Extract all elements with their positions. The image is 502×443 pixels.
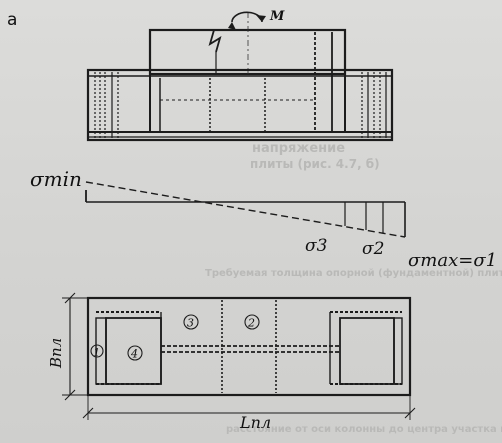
length-label: Lпл (239, 413, 271, 432)
svg-text:2: 2 (247, 317, 255, 330)
column-flange-right (339, 317, 395, 385)
svg-text:4: 4 (130, 348, 138, 361)
moment-arrow (231, 11, 263, 23)
stress-line (85, 181, 406, 238)
panel-letter: а (7, 10, 17, 30)
zone-2: 2 (244, 314, 260, 330)
stress-diagram: σmin σ3 σ2 σmax=σ1 (30, 167, 497, 271)
column-stub (148, 28, 347, 76)
break-line (208, 29, 222, 53)
moment-label: M (269, 9, 285, 24)
base-plate-outline (86, 296, 412, 397)
zone-3: 3 (183, 314, 199, 330)
sigma-2-label: σ2 (362, 239, 384, 259)
traverse-outline (86, 68, 394, 142)
sigma-3-label: σ3 (305, 236, 327, 256)
bleed-text-4: расстояние от оси колонны до центра учас… (226, 424, 502, 435)
bleed-text-3: Требуемая толщина опорной (фундаментной)… (205, 267, 502, 279)
bleed-text-2: плиты (рис. 4.7, б) (250, 157, 380, 171)
sigma-min-label: σmin (30, 167, 82, 191)
anchor-bolts-right (361, 72, 387, 138)
background-bleed-text: напряжение плиты (рис. 4.7, б) Требуемая… (205, 141, 502, 435)
zone-1: 1 (90, 344, 104, 359)
anchor-bolts-left (94, 72, 119, 138)
width-label: Bпл (47, 338, 65, 369)
zone-4: 4 (127, 345, 143, 361)
base-plate-plan: 1 2 3 4 Bпл Lпл (47, 292, 416, 432)
svg-text:1: 1 (94, 348, 100, 359)
bleed-text-1: напряжение (252, 141, 345, 156)
sigma-max-label: σmax=σ1 (408, 250, 497, 271)
base-elevation: M (86, 9, 394, 142)
svg-text:3: 3 (187, 317, 194, 330)
